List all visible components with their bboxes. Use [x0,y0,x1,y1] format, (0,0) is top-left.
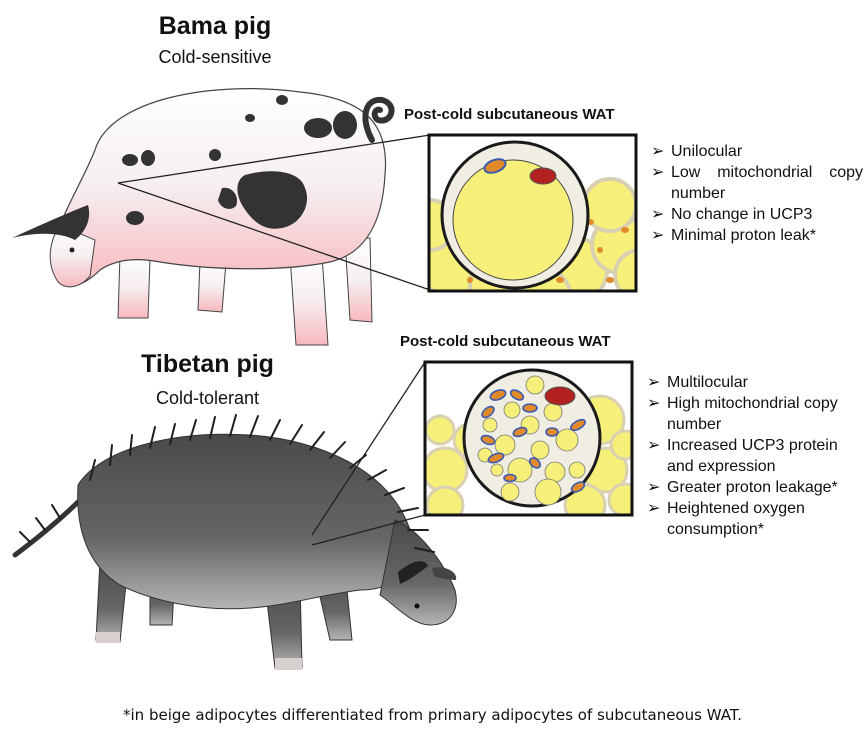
bullet-arrow-icon: ➢ [651,225,664,246]
tibetan-wat-label: Post-cold subcutaneous WAT [400,333,660,350]
tibetan-trait: ➢High mitochondrial copy number [647,393,839,435]
bama-wat-label: Post-cold subcutaneous WAT [404,106,654,123]
bama-trait: ➢No change in UCP3 [651,204,863,225]
bullet-arrow-icon: ➢ [651,204,664,225]
tibetan-trait: ➢Heightened oxygen consumption* [647,498,839,540]
bama-subtitle: Cold-sensitive [120,47,310,68]
tibetan-title: Tibetan pig [115,350,300,379]
bama-pig-illustration [12,89,392,345]
bama-trait: ➢Minimal proton leak* [651,225,863,246]
bullet-arrow-icon: ➢ [647,435,660,456]
bullet-arrow-icon: ➢ [651,141,664,162]
tibetan-trait: ➢Multilocular [647,372,839,393]
bama-traits-list: ➢Unilocular ➢Low mitochondrial copy numb… [651,141,863,246]
bullet-arrow-icon: ➢ [647,393,660,414]
tibetan-pig-illustration [15,415,456,670]
tibetan-trait: ➢Greater proton leakage* [647,477,839,498]
bullet-arrow-icon: ➢ [647,372,660,393]
tibetan-subtitle: Cold-tolerant [115,388,300,409]
bama-wat-inset [405,135,665,320]
bullet-arrow-icon: ➢ [647,477,660,498]
bullet-arrow-icon: ➢ [651,162,664,183]
footnote: *in beige adipocytes differentiated from… [0,706,865,724]
tibetan-wat-inset [423,362,641,525]
bullet-arrow-icon: ➢ [647,498,660,519]
tibetan-trait: ➢Increased UCP3 protein and expression [647,435,839,477]
bama-title: Bama pig [130,12,300,41]
bama-trait: ➢Unilocular [651,141,863,162]
bama-trait: ➢Low mitochondrial copy number [651,162,863,204]
tibetan-traits-list: ➢Multilocular ➢High mitochondrial copy n… [647,372,839,540]
